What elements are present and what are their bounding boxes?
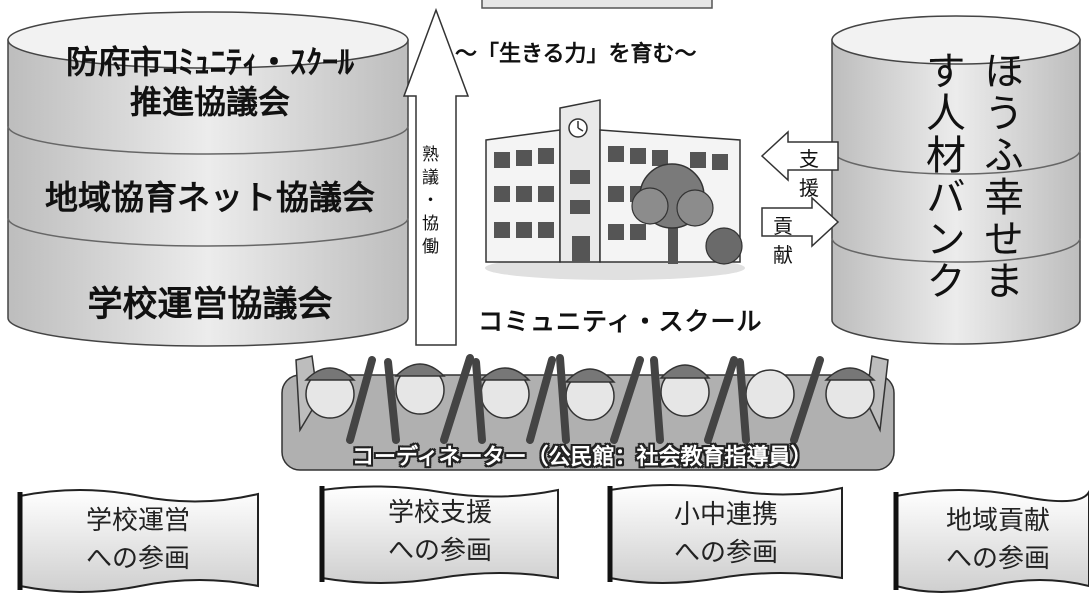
support-label: 支 援 — [799, 147, 827, 200]
support-arrow — [760, 130, 839, 182]
deliberation-label: 熟議・協働 — [418, 145, 438, 260]
regional-network-council: 地域協育ネット協議会 — [45, 178, 375, 217]
banner-1-line2: への参画 — [85, 544, 190, 574]
right-cylinder — [831, 15, 1081, 345]
left-cylinder — [7, 11, 409, 347]
up-arrow — [402, 7, 470, 346]
slogan: ～「生きる力」を育む～ — [455, 42, 697, 67]
banner-2-line2: への参画 — [387, 536, 492, 566]
banner-2-line1: 学校支援 — [387, 498, 492, 528]
banner-3-line1: 小中連携 — [673, 500, 778, 530]
promotion-council-title: 防府市ｺﾐｭﾆﾃｨ・ｽｸｰﾙ 推進協議会 — [20, 42, 400, 122]
contribution-label: 貢 献 — [773, 214, 801, 267]
promotion-council-line1: 防府市ｺﾐｭﾆﾃｨ・ｽｸｰﾙ — [65, 43, 354, 81]
banner-school-support: 学校支援 への参画 — [350, 494, 530, 570]
banner-school-management: 学校運営 への参画 — [48, 502, 228, 578]
banner-regional-contribution: 地域貢献 への参画 — [908, 502, 1088, 578]
banner-4-line1: 地域貢献 — [945, 506, 1050, 536]
coordinator-label: コーディネーター（公民館：社会教育指導員） — [352, 445, 813, 470]
top-box — [481, 0, 713, 9]
school-management-council: 学校運営協議会 — [87, 285, 333, 325]
community-school-label: コミュニティ・スクール — [478, 307, 763, 336]
banner-4-line2: への参画 — [945, 544, 1050, 574]
talent-bank-label: ほうふ幸せます人材バンク — [919, 50, 1023, 302]
banner-1-line1: 学校運営 — [85, 506, 190, 536]
banner-3-line2: への参画 — [673, 538, 778, 568]
banners — [19, 484, 1089, 593]
promotion-council-line2: 推進協議会 — [129, 83, 290, 121]
contribution-arrow — [761, 196, 840, 248]
banner-elementary-junior-link: 小中連携 への参画 — [636, 496, 816, 572]
people-group — [281, 354, 895, 471]
school-building — [485, 99, 745, 280]
